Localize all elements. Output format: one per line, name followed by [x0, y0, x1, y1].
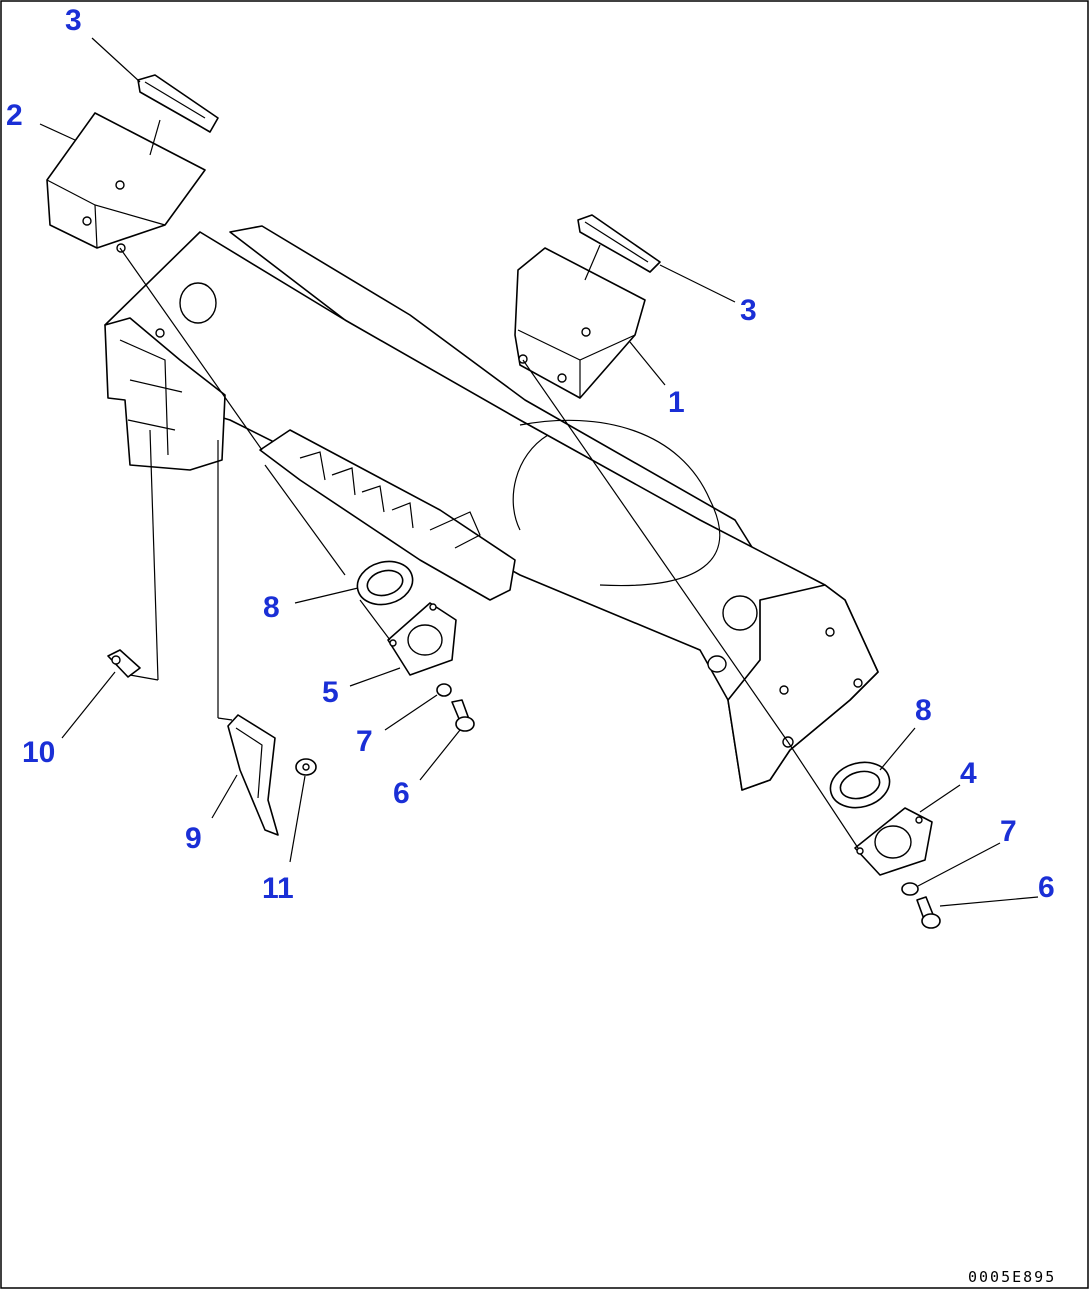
part-6-bolt-right	[916, 896, 941, 929]
callout-3-right: 3	[740, 294, 757, 327]
callout-6-right: 6	[1038, 871, 1055, 904]
callout-6-left: 6	[393, 777, 410, 810]
callout-9: 9	[185, 822, 202, 855]
part-7-washer-left	[436, 683, 452, 697]
main-frame	[104, 225, 879, 791]
callout-8-right: 8	[915, 694, 932, 727]
part-9-stay	[227, 714, 279, 836]
part-11-nut	[295, 758, 317, 776]
callout-7-left: 7	[356, 725, 373, 758]
callout-11: 11	[262, 872, 294, 905]
part-2-cover	[46, 112, 206, 253]
assembly-lines	[119, 119, 859, 849]
callout-1: 1	[668, 386, 685, 419]
part-6-bolt-left	[451, 699, 475, 732]
callout-5: 5	[322, 676, 339, 709]
callout-8-left: 8	[263, 591, 280, 624]
part-3-handle-upper	[137, 74, 219, 133]
callout-4: 4	[960, 757, 977, 790]
callout-labels: 3 2 3 1 8 5 7 6 10 9 11 8 4 7 6	[6, 4, 1055, 905]
callout-3-upper: 3	[65, 4, 82, 37]
drawing-code: 0005E895	[968, 1268, 1056, 1286]
part-5-flange	[387, 602, 457, 676]
part-1-cover	[514, 247, 646, 399]
part-7-washer-right	[901, 882, 919, 896]
part-8-seal-right	[829, 761, 891, 809]
leader-lines	[39, 37, 1039, 907]
callout-10: 10	[22, 736, 55, 769]
part-3-handle-right	[577, 214, 661, 273]
callout-2: 2	[6, 99, 23, 132]
part-8-seal-left	[356, 560, 414, 606]
callout-7-right: 7	[1000, 815, 1017, 848]
part-10-clip	[107, 649, 141, 678]
part-4-flange	[854, 807, 933, 876]
